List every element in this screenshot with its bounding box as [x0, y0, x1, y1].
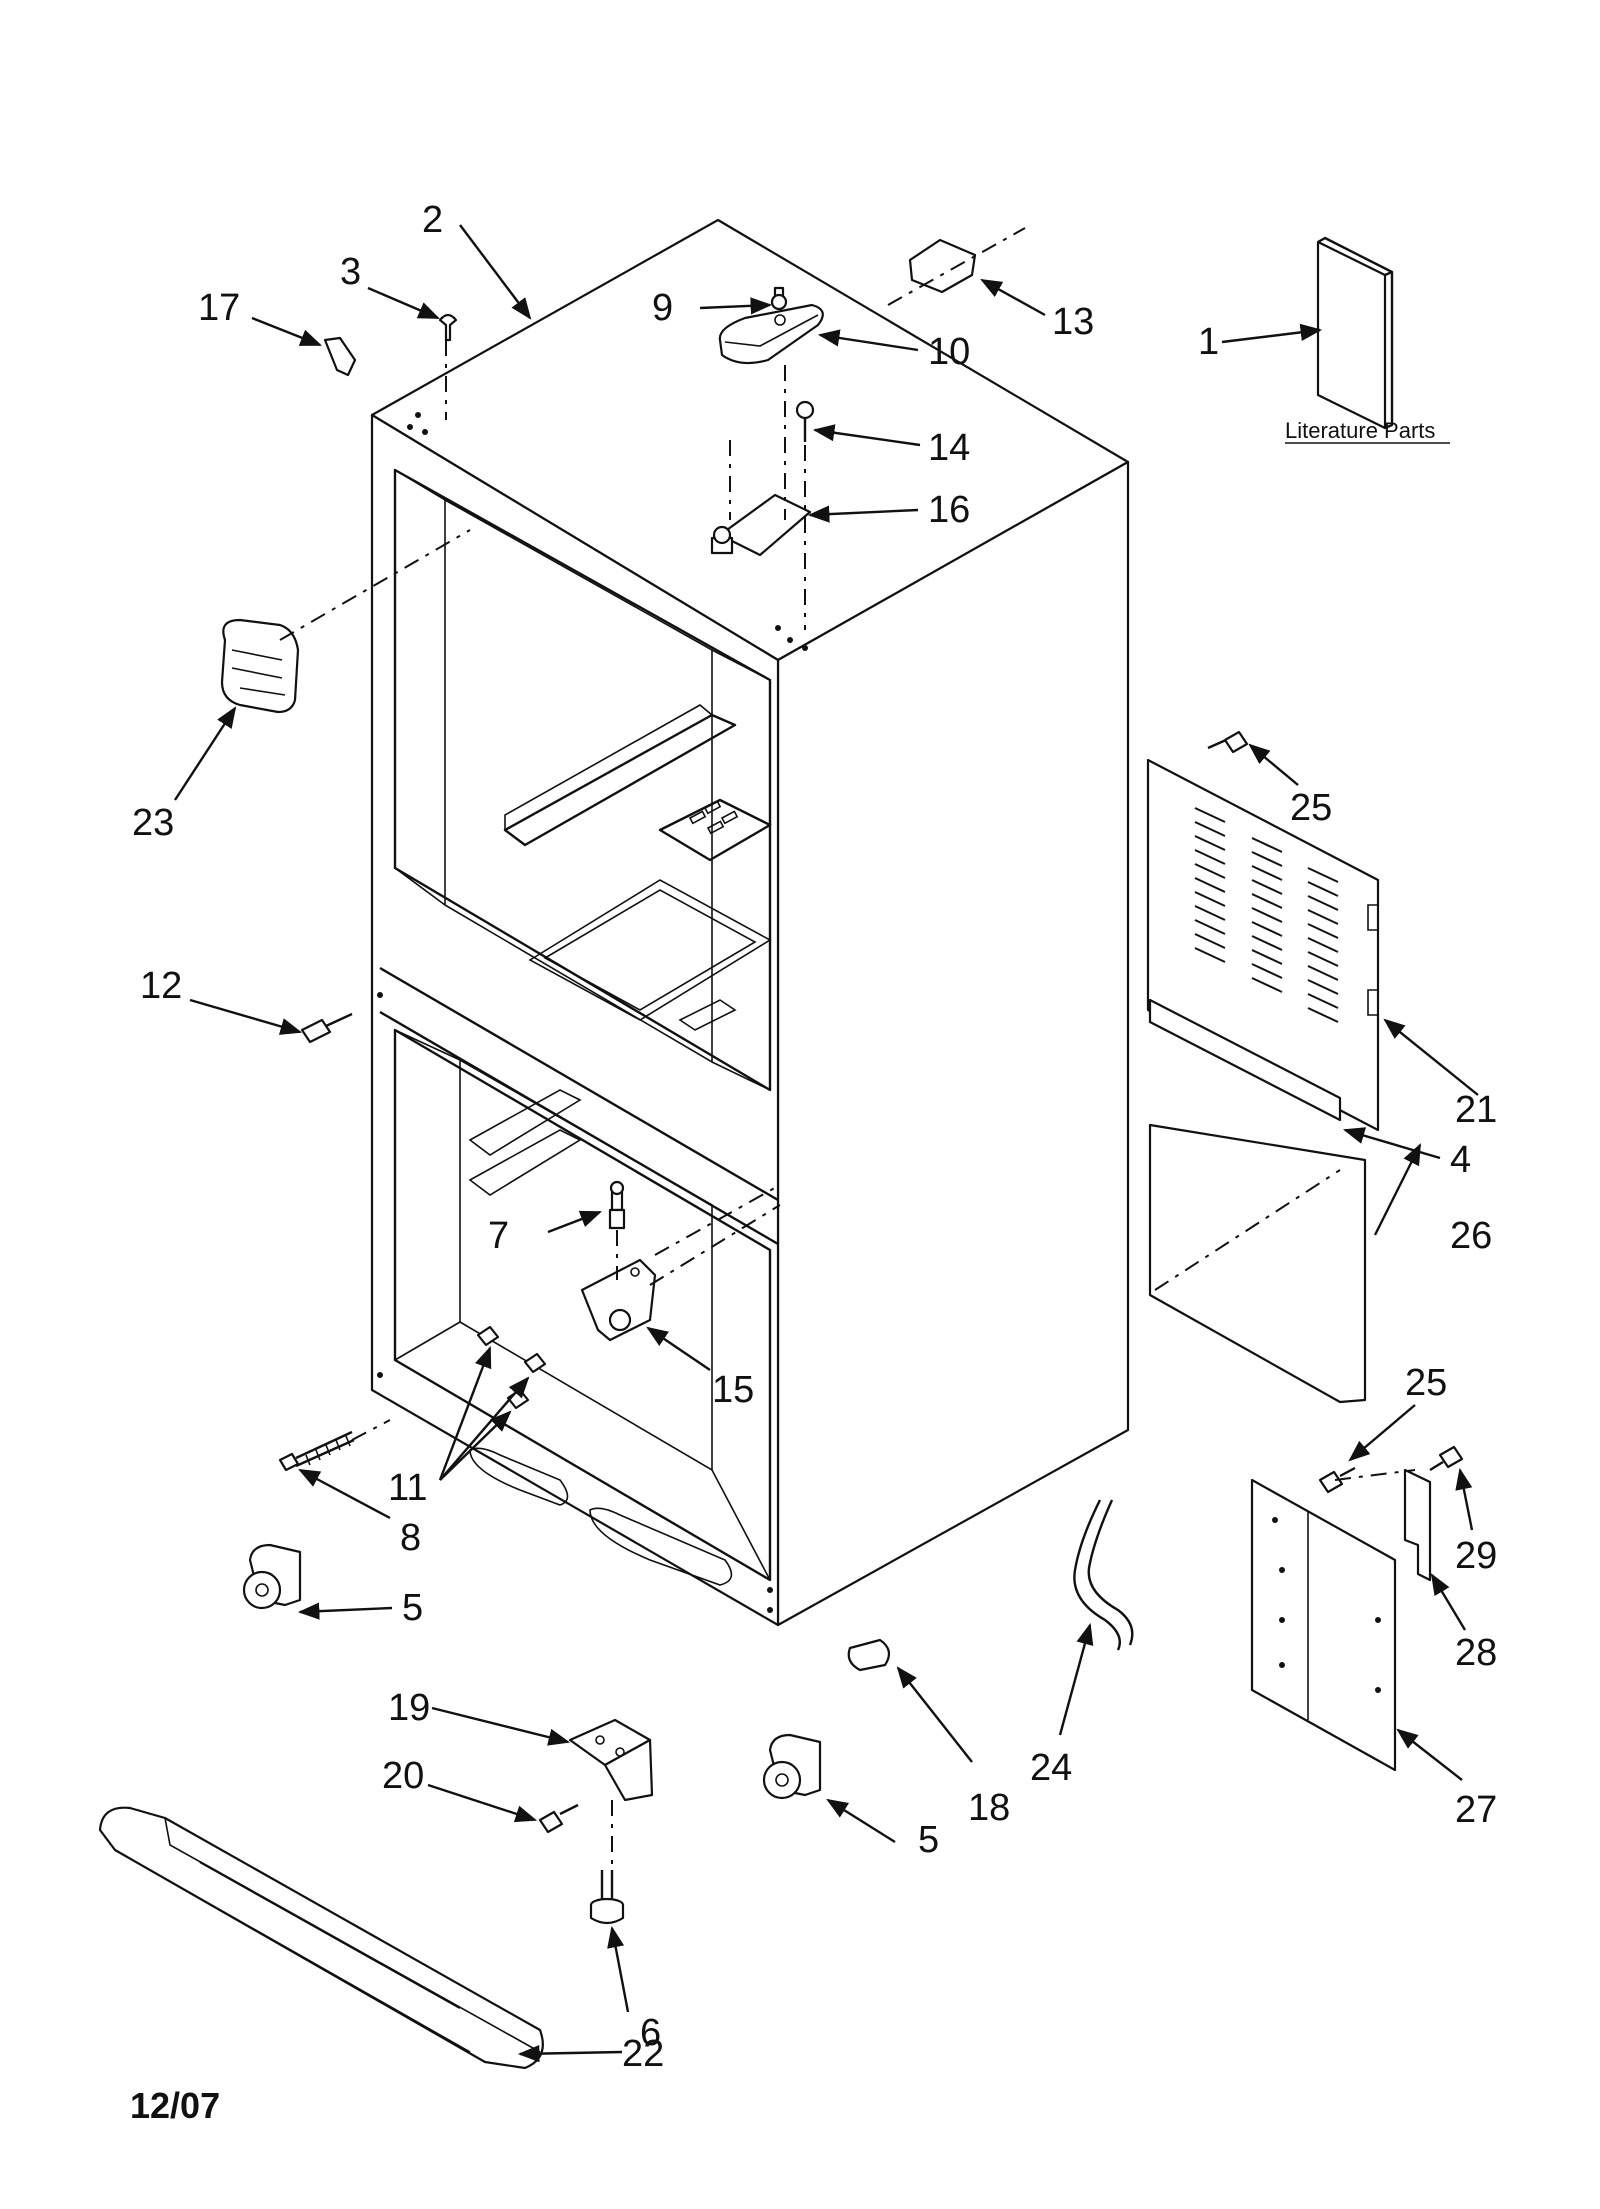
- screw-25-lower: [1318, 1466, 1356, 1494]
- callout-27: 27: [1455, 1789, 1497, 1831]
- callout-9: 9: [652, 287, 673, 329]
- screw-14: [795, 400, 815, 442]
- label-13: [908, 238, 977, 294]
- callout-4: 4: [1450, 1139, 1471, 1181]
- bracket-28: [1403, 1468, 1432, 1582]
- callout-15: 15: [712, 1369, 754, 1411]
- callout-24: 24: [1030, 1747, 1072, 1789]
- plug-3: [438, 313, 458, 342]
- callout-10: 10: [928, 331, 970, 373]
- callout-23: 23: [132, 802, 174, 844]
- tape-17: [323, 336, 357, 377]
- callout-8: 8: [400, 1517, 421, 1559]
- cover-27: [1250, 1478, 1397, 1772]
- hinge-cover-assembly: [718, 286, 824, 365]
- screw-20: [538, 1803, 579, 1834]
- hinge-bracket-15: [580, 1258, 657, 1342]
- callout-5-lower: 5: [918, 1819, 939, 1861]
- literature-parts-label: Literature Parts: [1285, 418, 1435, 443]
- callout-28: 28: [1455, 1632, 1497, 1674]
- callout-3: 3: [340, 251, 361, 293]
- callout-1: 1: [1198, 321, 1219, 363]
- callout-13: 13: [1052, 301, 1094, 343]
- screw-29: [1429, 1445, 1464, 1472]
- date-code: 12/07: [130, 2085, 220, 2126]
- vent-slots: [688, 800, 739, 835]
- callout-25-lower: 25: [1405, 1362, 1447, 1404]
- screw-12: [300, 1012, 353, 1044]
- assembly-lines: [279, 227, 1416, 1865]
- callout-21: 21: [1455, 1089, 1497, 1131]
- roller-5-right: [762, 1733, 822, 1800]
- refrigerator-cabinet: [370, 218, 1130, 1627]
- callout-labels: 1 2 3 4 5 5 6 7 8 9 10 11 12 13 14 15 16…: [132, 199, 1497, 2075]
- callout-6: 6: [640, 2012, 661, 2054]
- callout-16: 16: [928, 489, 970, 531]
- callout-25-upper: 25: [1290, 787, 1332, 829]
- roller-5-left: [242, 1543, 302, 1610]
- leveling-leg-6: [589, 1870, 625, 1925]
- literature-parts-booklet: [1316, 236, 1394, 430]
- leveling-bolt-8: [278, 1430, 355, 1472]
- base-grille-22: [98, 1806, 544, 2070]
- gasket-strip-4: [1148, 998, 1342, 1122]
- callout-17: 17: [198, 287, 240, 329]
- callout-12: 12: [140, 965, 182, 1007]
- leader-arrows: [173, 224, 1479, 2063]
- callout-2: 2: [422, 199, 443, 241]
- callout-20: 20: [382, 1755, 424, 1797]
- callout-14: 14: [928, 427, 970, 469]
- drain-tube-24: [1073, 1499, 1134, 1651]
- callout-18: 18: [968, 1787, 1010, 1829]
- callout-7: 7: [488, 1215, 509, 1257]
- leveling-bracket-19: [568, 1718, 654, 1802]
- callout-19: 19: [388, 1687, 430, 1729]
- stud-7: [608, 1180, 626, 1230]
- access-panel-26: [1148, 1123, 1367, 1404]
- callout-5-upper: 5: [402, 1587, 423, 1629]
- callout-11: 11: [388, 1467, 427, 1509]
- callout-26: 26: [1450, 1215, 1492, 1257]
- callout-29: 29: [1455, 1535, 1497, 1577]
- badge-23: [220, 618, 300, 714]
- callout-22: 22: [622, 2033, 664, 2075]
- screw-25-top: [1207, 730, 1249, 754]
- clamp-18: [847, 1638, 891, 1672]
